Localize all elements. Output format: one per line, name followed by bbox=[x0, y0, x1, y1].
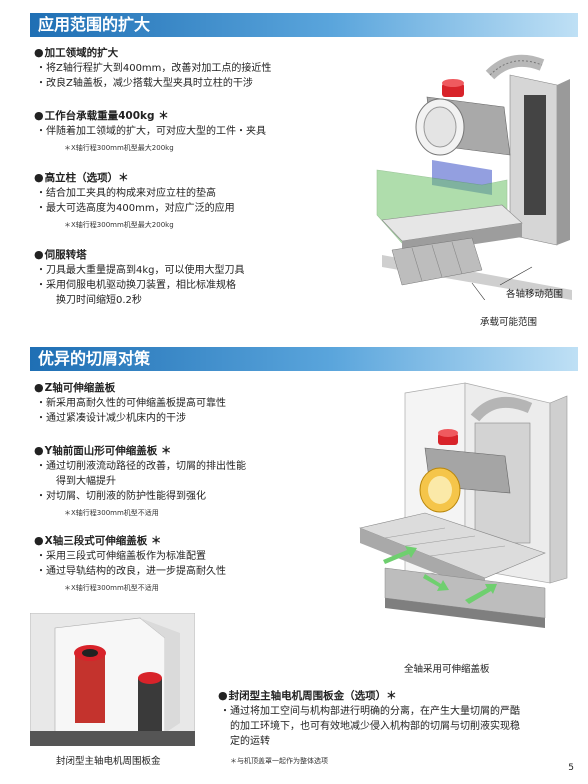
feature-continuation: 定的运转 bbox=[230, 736, 270, 747]
feature-bullet: 将Z轴行程扩大到400mm，改善对加工点的接近性 bbox=[34, 61, 374, 76]
feature-bullet: 改良Z轴盖板，减少搭载大型夹具时立柱的干涉 bbox=[34, 76, 374, 91]
feature-bullet: 通过紧凑设计减少机床内的干涉 bbox=[34, 411, 374, 426]
feature-list-1: ●加工领域的扩大 将Z轴行程扩大到400mm，改善对加工点的接近性 改良Z轴盖板… bbox=[34, 45, 374, 308]
caption-axis-range: 各轴移动范围 bbox=[506, 289, 564, 300]
bullet-dot-icon: ● bbox=[34, 109, 44, 122]
section-title-band: 应用范围的扩大 bbox=[30, 13, 578, 37]
feature-bullet: 伴随着加工领域的扩大，可对应大型的工件・夹具 bbox=[34, 124, 374, 139]
feature-continuation: 换刀时间缩短0.2秒 bbox=[56, 295, 142, 306]
feature-block: ●高立柱（选项）＊ 结合加工夹具的构成来对应立柱的垫高 最大可选高度为400mm… bbox=[34, 170, 374, 231]
feature-heading: ●加工领域的扩大 bbox=[34, 46, 119, 59]
feature-heading: ●X轴三段式可伸缩盖板 ＊ bbox=[34, 534, 162, 547]
bullet-dot-icon: ● bbox=[34, 534, 44, 547]
enclosure-photo bbox=[30, 613, 195, 746]
bullet-dot-icon: ● bbox=[34, 444, 44, 457]
machine-range-illustration bbox=[376, 54, 572, 300]
footnote: X轴行程300mm机型不适用 bbox=[34, 582, 374, 594]
feature-heading: ●Y轴前面山形可伸缩盖板 ＊ bbox=[34, 444, 172, 457]
feature-heading: ●封闭型主轴电机周围板金（选项）＊ bbox=[218, 689, 397, 702]
bullet-dot-icon: ● bbox=[34, 248, 44, 261]
feature-bullet: 通过导轨结构的改良，进一步提高耐久性 bbox=[34, 564, 374, 579]
feature-heading: ●Z轴可伸缩盖板 bbox=[34, 381, 116, 394]
feature-block: ●加工领域的扩大 将Z轴行程扩大到400mm，改善对加工点的接近性 改良Z轴盖板… bbox=[34, 45, 374, 91]
feature-bullet: 结合加工夹具的构成来对应立柱的垫高 bbox=[34, 186, 374, 201]
feature-bullet: 对切屑、切削液的防护性能得到强化 bbox=[34, 489, 374, 504]
feature-bullet: 通过切削液流动路径的改善，切屑的排出性能 bbox=[34, 459, 374, 474]
footnote: X轴行程300mm机型最大200kg bbox=[34, 219, 374, 231]
footnote: X轴行程300mm机型不适用 bbox=[34, 507, 374, 519]
bullet-dot-icon: ● bbox=[34, 381, 44, 394]
bullet-dot-icon: ● bbox=[34, 46, 44, 59]
feature-block: ●X轴三段式可伸缩盖板 ＊ 采用三段式可伸缩盖板作为标准配置 通过导轨结构的改良… bbox=[34, 533, 374, 594]
bullet-dot-icon: ● bbox=[34, 171, 44, 184]
machine-covers-illustration bbox=[358, 382, 568, 628]
feature-bullet: 刀具最大重量提高到4kg，可以使用大型刀具 bbox=[34, 263, 374, 278]
footnote: X轴行程300mm机型最大200kg bbox=[34, 142, 374, 154]
feature-list-2: ●Z轴可伸缩盖板 新采用高耐久性的可伸缩盖板提高可靠性 通过紧凑设计减少机床内的… bbox=[34, 380, 374, 594]
caption-enclosure: 封闭型主轴电机周围板金 bbox=[56, 756, 161, 767]
page-number: 5 bbox=[568, 763, 574, 773]
feature-bullet: 最大可选高度为400mm，对应广泛的应用 bbox=[34, 201, 374, 216]
feature-heading: ●工作台承载重量400kg ＊ bbox=[34, 109, 169, 122]
caption-load-range: 承载可能范围 bbox=[480, 317, 538, 328]
feature-block: ●工作台承载重量400kg ＊ 伴随着加工领域的扩大，可对应大型的工件・夹具 X… bbox=[34, 108, 374, 154]
enclosure-feature: ●封闭型主轴电机周围板金（选项）＊ 通过将加工空间与机构部进行明确的分离，在产生… bbox=[218, 688, 578, 767]
caption-covers: 全轴采用可伸缩盖板 bbox=[404, 664, 490, 675]
feature-bullet: 采用三段式可伸缩盖板作为标准配置 bbox=[34, 549, 374, 564]
feature-block: ●Y轴前面山形可伸缩盖板 ＊ 通过切削液流动路径的改善，切屑的排出性能 得到大幅… bbox=[34, 443, 374, 519]
bullet-dot-icon: ● bbox=[218, 689, 228, 702]
footnote: 与机顶盖罩一起作为整体选项 bbox=[218, 755, 578, 767]
section-title: 优异的切屑对策 bbox=[38, 349, 151, 368]
feature-block: ●Z轴可伸缩盖板 新采用高耐久性的可伸缩盖板提高可靠性 通过紧凑设计减少机床内的… bbox=[34, 380, 374, 426]
section-title-band: 优异的切屑对策 bbox=[30, 347, 578, 371]
feature-block: ●伺服转塔 刀具最大重量提高到4kg，可以使用大型刀具 采用伺服电机驱动换刀装置… bbox=[34, 247, 374, 308]
section-title: 应用范围的扩大 bbox=[38, 15, 151, 34]
feature-heading: ●高立柱（选项）＊ bbox=[34, 171, 129, 184]
feature-bullet: 采用伺服电机驱动换刀装置，相比标准规格 bbox=[34, 278, 374, 293]
feature-bullet: 新采用高耐久性的可伸缩盖板提高可靠性 bbox=[34, 396, 374, 411]
feature-continuation: 的加工环境下，也可有效地减少侵入机构部的切屑与切削液实现稳 bbox=[230, 721, 520, 732]
feature-heading: ●伺服转塔 bbox=[34, 248, 87, 261]
feature-bullet: 通过将加工空间与机构部进行明确的分离，在产生大量切屑的严酷 bbox=[218, 704, 578, 719]
feature-continuation: 得到大幅提升 bbox=[56, 476, 116, 487]
